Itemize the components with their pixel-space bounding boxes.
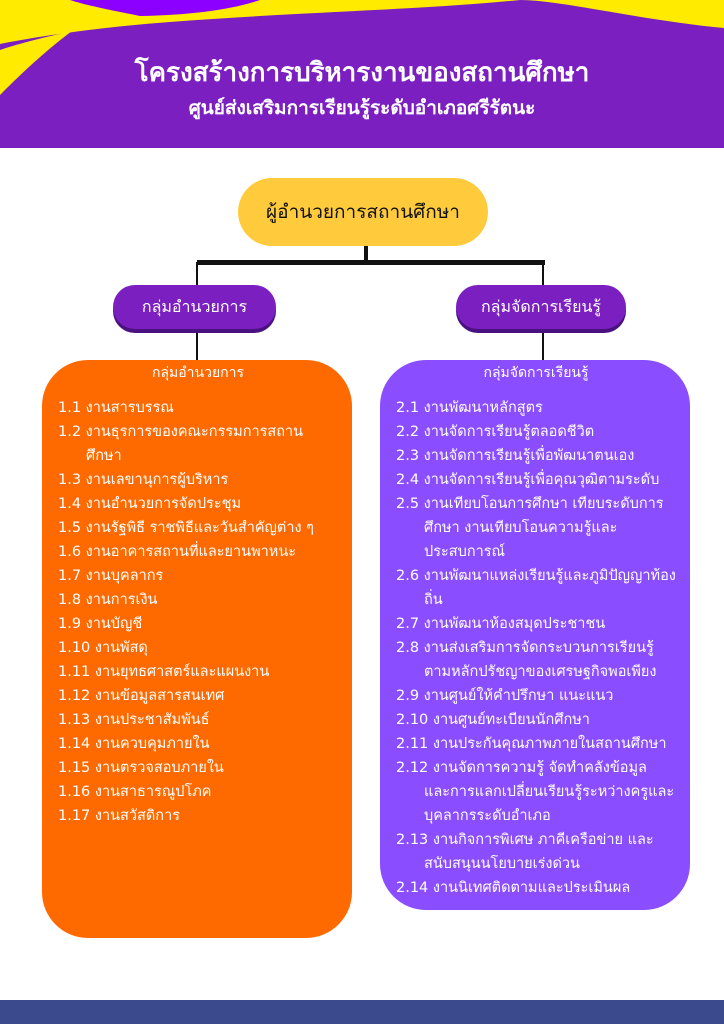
connector-line [196, 262, 198, 286]
task-item: 1.17 งานสวัสดิการ [58, 808, 180, 824]
page-title: โครงสร้างการบริหารงานของสถานศึกษา [134, 58, 590, 88]
learning-box: กลุ่มจัดการเรียนรู้ 2.1 งานพัฒนาหลักสูตร… [380, 360, 690, 910]
footer-bar [0, 1000, 724, 1024]
task-item: 2.5 งานเทียบโอนการศึกษา เทียบระดับการศึก… [396, 496, 664, 560]
box-title: กลุ่มจัดการเรียนรู้ [483, 365, 589, 381]
director-node: ผู้อำนวยการสถานศึกษา [238, 178, 488, 246]
task-item: 1.9 งานบัญชี [58, 616, 143, 632]
task-item: 2.6 งานพัฒนาแหล่งเรียนรู้และภูมิปัญญาท้อ… [396, 568, 676, 608]
task-item: 2.7 งานพัฒนาห้องสมุดประชาชน [396, 616, 606, 632]
task-item: 2.9 งานศูนย์ให้คำปรึกษา แนะแนว [396, 688, 614, 704]
task-item: 1.7 งานบุคลากร [58, 568, 164, 584]
task-item: 1.1 งานสารบรรณ [58, 400, 174, 416]
learning-task-list: 2.1 งานพัฒนาหลักสูตร 2.2 งานจัดการเรียนรู… [396, 396, 676, 900]
connector-line [197, 260, 545, 265]
task-item: 1.10 งานพัสดุ [58, 640, 148, 656]
task-item: 1.13 งานประชาสัมพันธ์ [58, 712, 210, 728]
connector-line [364, 246, 368, 262]
task-item: 2.10 งานศูนย์ทะเบียนนักศึกษา [396, 712, 590, 728]
task-item: 1.4 งานอำนวยการจัดประชุม [58, 496, 242, 512]
decorative-waves [0, 0, 724, 95]
task-item: 1.5 งานรัฐพิธี ราชพิธีและวันสำคัญต่าง ๆ [58, 520, 314, 536]
task-item: 1.3 งานเลขานุการผู้บริหาร [58, 472, 229, 488]
task-item: 1.12 งานข้อมูลสารสนเทศ [58, 688, 225, 704]
task-item: 2.4 งานจัดการเรียนรู้เพื่อคุณวุฒิตามระดั… [396, 472, 660, 488]
administration-box: กลุ่มอำนวยการ 1.1 งานสารบรรณ 1.2 งานธุรกา… [42, 360, 352, 938]
task-item: 1.11 งานยุทธศาสตร์และแผนงาน [58, 664, 270, 680]
task-item: 2.3 งานจัดการเรียนรู้เพื่อพัฒนาตนเอง [396, 448, 635, 464]
task-item: 2.12 งานจัดการความรู้ จัดทำคลังข้อมูล แล… [396, 760, 675, 824]
task-item: 1.6 งานอาคารสถานที่และยานพาหนะ [58, 544, 297, 560]
task-item: 2.13 งานกิจการพิเศษ ภาคีเครือข่าย และสนั… [396, 832, 654, 872]
task-item: 2.2 งานจัดการเรียนรู้ตลอดชีวิต [396, 424, 595, 440]
box-title: กลุ่มอำนวยการ [151, 365, 245, 381]
task-item: 2.14 งานนิเทศติดตามและประเมินผล [396, 880, 631, 896]
connector-line [542, 262, 544, 286]
administration-task-list: 1.1 งานสารบรรณ 1.2 งานธุรการของคณะกรรมการ… [58, 396, 338, 828]
connector-line [542, 330, 544, 360]
page-subtitle: ศูนย์ส่งเสริมการเรียนรู้ระดับอำเภอศรีรัต… [188, 97, 536, 119]
group-pill-administration: กลุ่มอำนวยการ [113, 285, 276, 329]
task-item: 2.1 งานพัฒนาหลักสูตร [396, 400, 543, 416]
task-item: 1.16 งานสาธารณูปโภค [58, 784, 212, 800]
task-item: 1.14 งานควบคุมภายใน [58, 736, 210, 752]
task-item: 1.2 งานธุรการของคณะกรรมการสถานศึกษา [58, 424, 304, 464]
header-banner: โครงสร้างการบริหารงานของสถานศึกษา ศูนย์ส… [0, 0, 724, 148]
task-item: 1.15 งานตรวจสอบภายใน [58, 760, 224, 776]
task-item: 2.8 งานส่งเสริมการจัดกระบวนการเรียนรู้ตา… [396, 640, 657, 680]
connector-line [196, 330, 198, 360]
group-pill-learning: กลุ่มจัดการเรียนรู้ [456, 285, 626, 329]
task-item: 2.11 งานประกันคุณภาพภายในสถานศึกษา [396, 736, 667, 752]
task-item: 1.8 งานการเงิน [58, 592, 158, 608]
